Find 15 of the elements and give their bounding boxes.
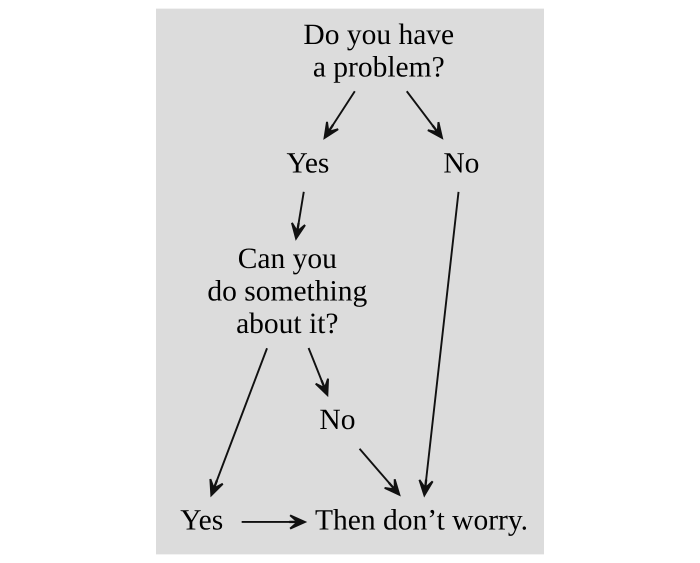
node-text: No — [319, 404, 356, 436]
node-text: Yes — [180, 504, 224, 536]
node-text: Yes — [286, 147, 330, 180]
node-text: No — [443, 147, 480, 180]
node-text: Can you do something about it? — [207, 243, 368, 340]
arrow — [242, 514, 306, 530]
arrow — [324, 90, 356, 139]
arrow — [358, 448, 400, 496]
arrow — [290, 192, 306, 240]
arrow — [209, 348, 268, 496]
arrow — [406, 90, 443, 139]
node-text: Then don’t worry. — [315, 504, 528, 536]
arrow — [308, 348, 329, 396]
node-text: Do you have a problem? — [303, 18, 454, 84]
arrow — [418, 192, 460, 496]
